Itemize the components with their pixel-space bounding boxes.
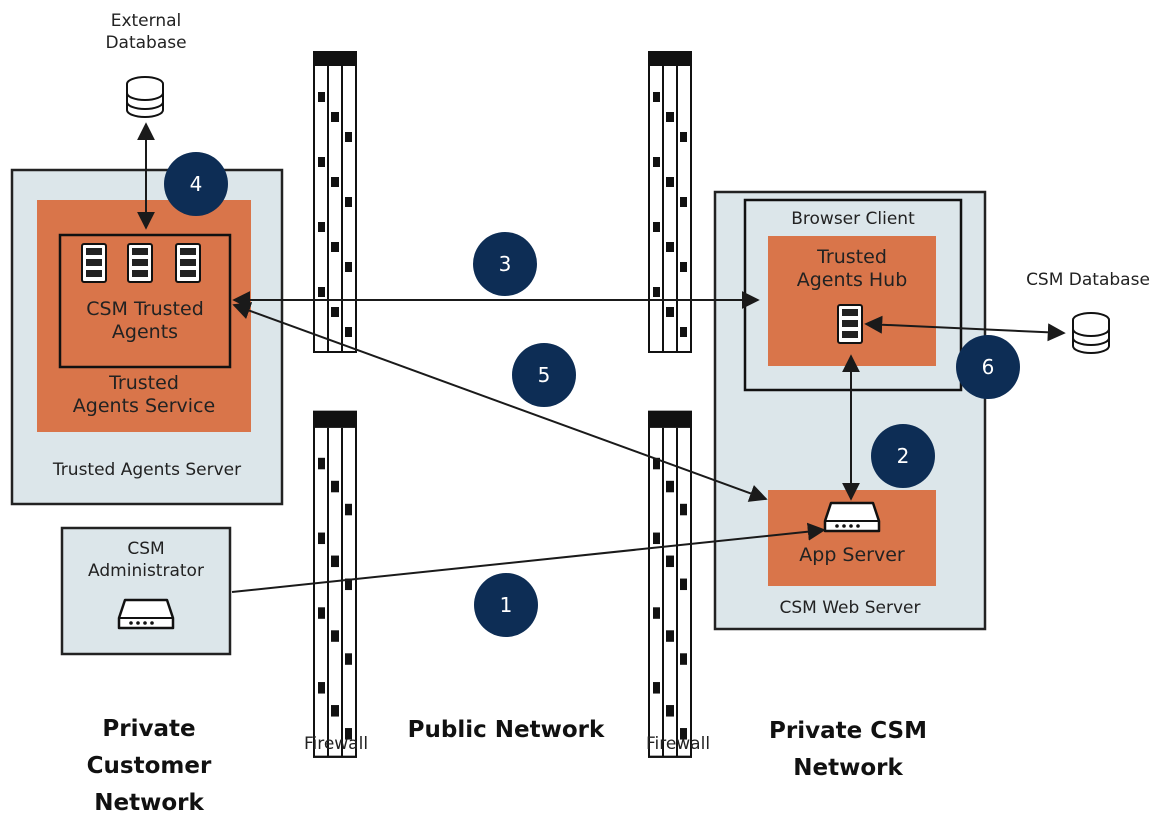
step-badge-6: 6 — [956, 335, 1020, 399]
external-database-label: External Database — [96, 10, 196, 54]
firewall-left-label: Firewall — [303, 734, 369, 754]
trusted-agents-service-label: Trusted Agents Service — [72, 372, 216, 417]
step-badge-1: 1 — [474, 573, 538, 637]
step-badge-2: 2 — [871, 424, 935, 488]
server-rack-icon — [175, 243, 201, 283]
private-customer-network-label: Private Customer Network — [86, 716, 212, 816]
flow-1-line — [231, 522, 826, 593]
app-server-label: App Server — [799, 544, 905, 566]
trusted-agents-server-label: Trusted Agents Server — [52, 460, 242, 480]
csm-administrator-label: CSM Administrator — [88, 539, 204, 581]
firewall-right-icon — [647, 51, 693, 758]
database-icon — [126, 76, 164, 118]
network-device-icon — [117, 598, 175, 630]
firewall-left-icon — [312, 51, 358, 758]
server-rack-icon — [81, 243, 107, 283]
step-badge-4: 4 — [164, 152, 228, 216]
trusted-agents-hub-label: Trusted Agents Hub — [796, 246, 908, 291]
csm-web-server-label: CSM Web Server — [779, 598, 921, 618]
database-icon — [1072, 312, 1110, 354]
browser-client-label: Browser Client — [791, 209, 915, 229]
csm-administrator-box — [60, 526, 232, 656]
step-badge-3: 3 — [473, 232, 537, 296]
firewall-right-label: Firewall — [645, 734, 711, 754]
server-rack-icon — [127, 243, 153, 283]
flow-6-line — [864, 315, 1066, 342]
trusted-agents-hub-box — [768, 236, 936, 366]
public-network-label: Public Network — [407, 717, 605, 743]
private-csm-network-label: Private CSM Network — [769, 718, 927, 781]
server-rack-icon — [837, 304, 863, 344]
step-badge-5: 5 — [512, 343, 576, 407]
network-device-icon — [823, 501, 881, 533]
trusted-agents-service-box — [37, 200, 251, 432]
csm-database-label: CSM Database — [1026, 270, 1150, 290]
csm-trusted-agents-label: CSM Trusted Agents — [86, 298, 204, 343]
external-database-line-1: External Database — [105, 11, 187, 53]
flow-5-line — [232, 302, 768, 502]
csm-trusted-agents-box — [58, 233, 232, 369]
